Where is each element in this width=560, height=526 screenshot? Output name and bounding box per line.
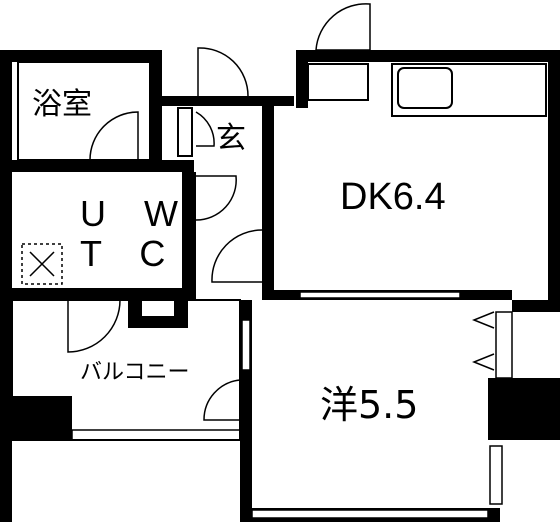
kitchen-alcove [307, 63, 369, 101]
wall-outer-right-bottom [512, 300, 560, 312]
door-utc [195, 175, 237, 221]
window-western-left [241, 319, 251, 371]
balcony-outline [11, 299, 241, 441]
wall-top-left [0, 50, 162, 62]
washer-space [21, 243, 63, 285]
wall-right-pillar [488, 378, 560, 440]
window-balcony [71, 429, 241, 441]
door-western [203, 379, 241, 421]
kitchen-counter [391, 63, 547, 117]
room-label-utility-toilet-line1: U W [80, 193, 192, 234]
kitchen-sink [397, 67, 453, 109]
wall-outer-left [0, 50, 12, 522]
window-marker-upper [471, 311, 495, 329]
wall-utc-bottom [12, 288, 196, 300]
room-label-balcony: バルコニー [80, 360, 190, 385]
door-balcony [67, 299, 121, 353]
wall-bath-bottom [12, 160, 194, 172]
door-dk [211, 229, 263, 283]
door-entry [197, 47, 249, 97]
door-bath [89, 111, 139, 161]
room-label-dining-kitchen: DK6.4 [340, 176, 446, 218]
window-right-lower [489, 445, 503, 505]
wall-utc-right [182, 172, 196, 300]
shoe-closet [177, 107, 193, 157]
door-top-right [315, 3, 371, 51]
wall-dk-left [262, 106, 274, 296]
wall-top-entry [162, 96, 294, 106]
room-label-utility-toilet-line2: T C [80, 233, 180, 274]
wall-outer-right-top [548, 50, 560, 312]
wall-kitchen-left [296, 50, 308, 108]
room-label-western-room: 洋5.5 [320, 383, 419, 427]
window-marker-lower [471, 353, 495, 371]
room-label-entrance: 玄 [216, 121, 246, 156]
room-label-bath: 浴室 [32, 87, 92, 122]
wall-top-right [296, 50, 560, 62]
washer-cross [29, 251, 55, 277]
window-western-bottom [251, 509, 489, 519]
bath-outline [17, 61, 151, 161]
window-dk-bottom [299, 291, 461, 299]
window-western-right [495, 311, 513, 379]
wall-bath-right [150, 50, 162, 164]
wall-bottom-left-pillar [0, 396, 72, 440]
door-entry-inner [195, 111, 215, 147]
